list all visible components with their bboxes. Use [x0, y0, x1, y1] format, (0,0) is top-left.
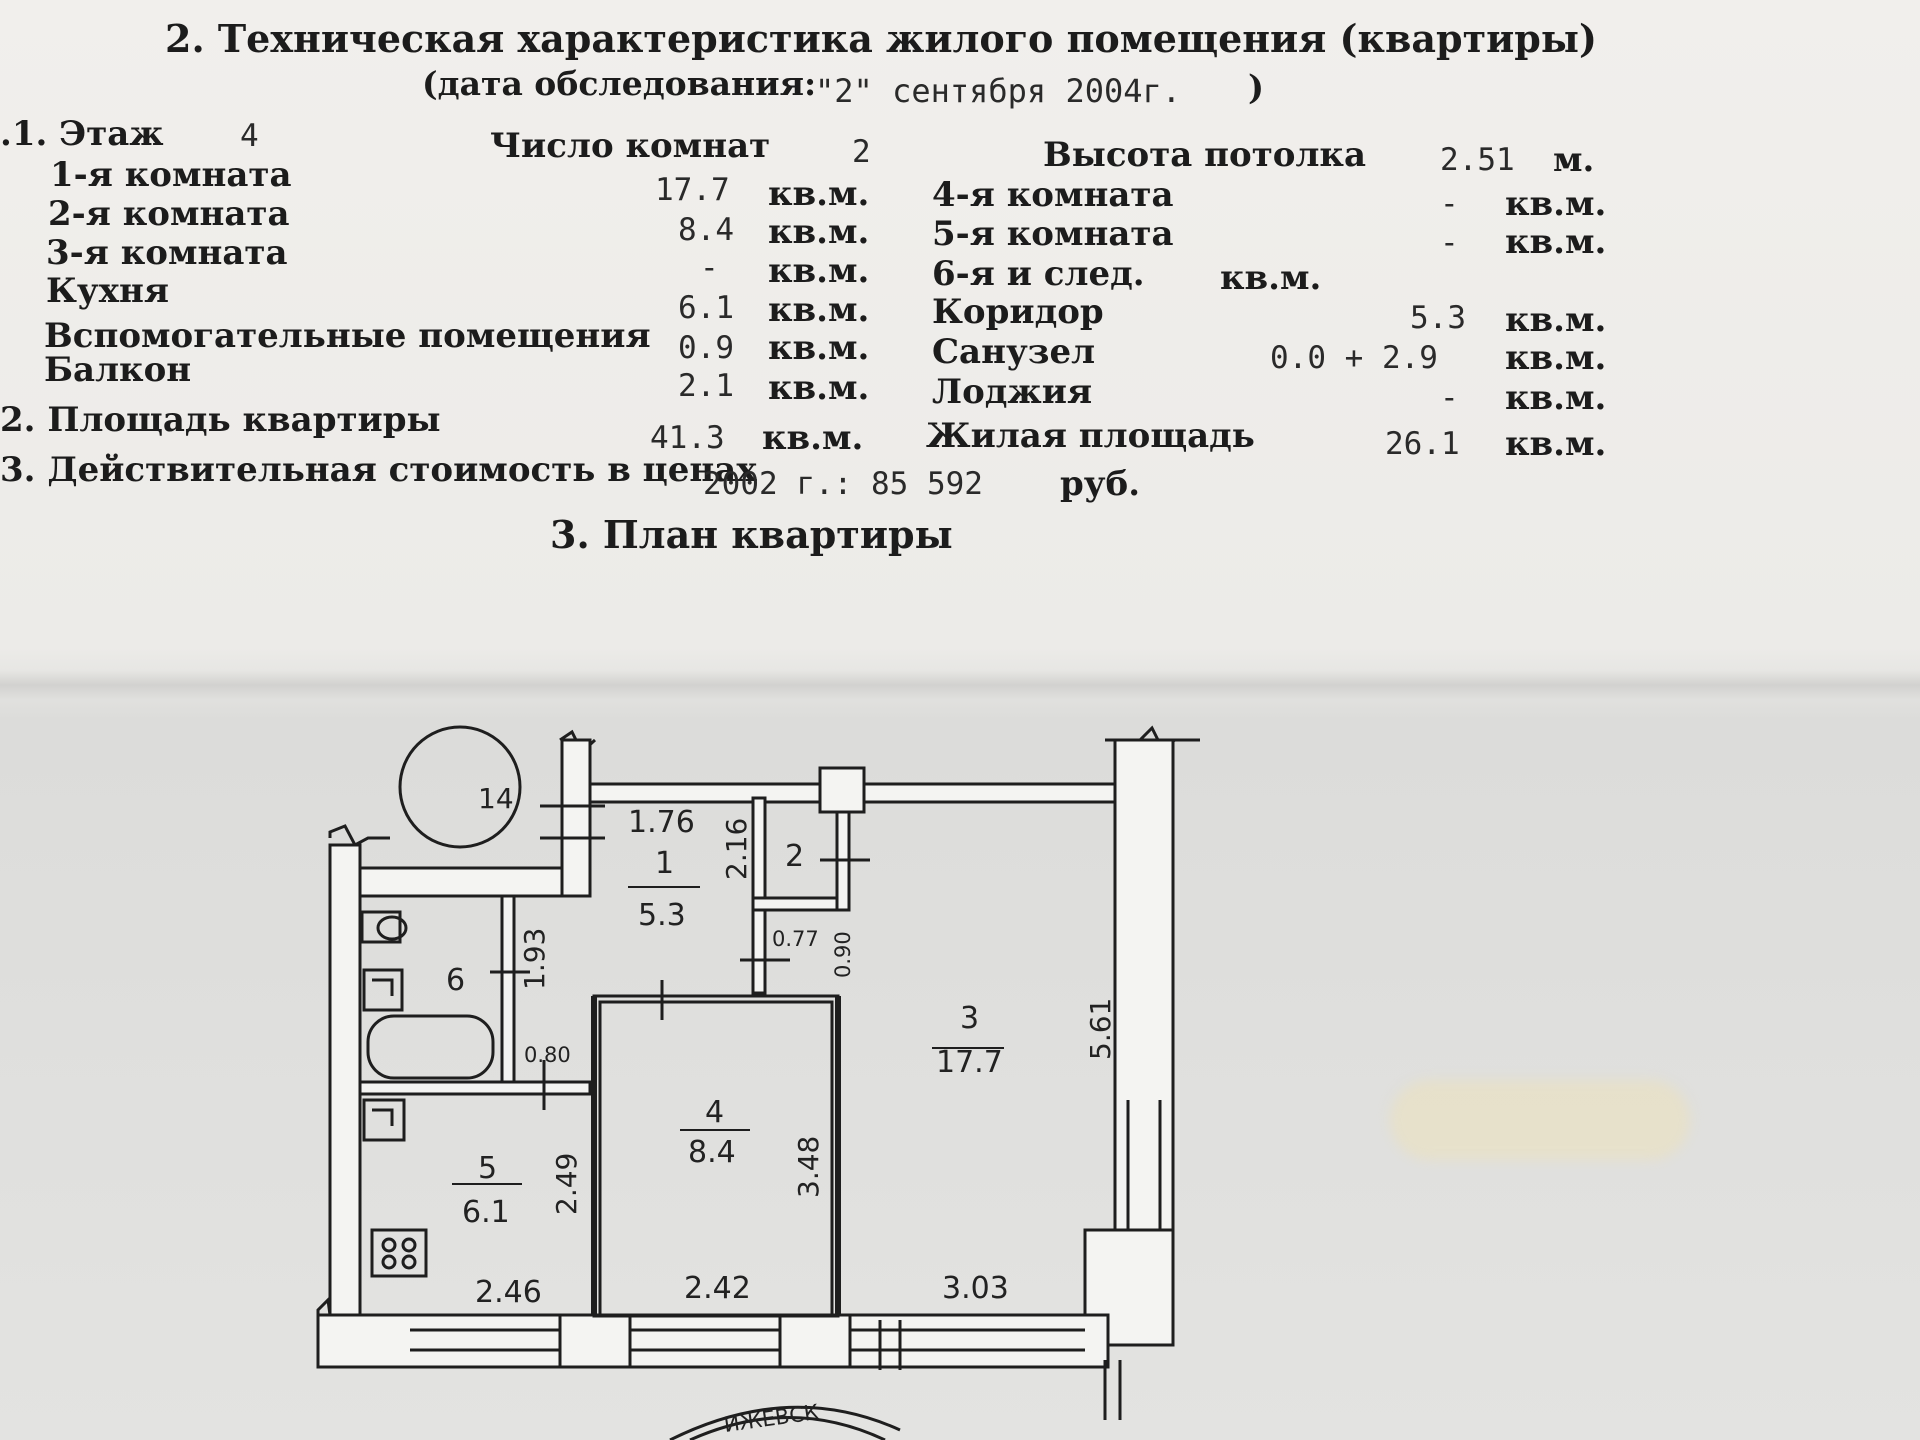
dimension-0-80: 0.80	[524, 1043, 571, 1067]
dimension-2-49: 2.49	[550, 1153, 583, 1215]
survey-date-value: "2" сентября 2004г.	[815, 72, 1182, 110]
cost-value: 2002 г.: 85 592	[703, 466, 983, 502]
room-1-value: 17.7	[655, 172, 730, 208]
room-1-unit: кв.м.	[768, 174, 870, 214]
living-area-unit: кв.м.	[1505, 424, 1607, 464]
kitchen-unit: кв.м.	[768, 290, 870, 330]
bathroom-value: 0.0 + 2.9	[1270, 340, 1438, 376]
dimension-2-16: 2.16	[720, 818, 753, 880]
room-3-number: 3	[960, 1001, 979, 1036]
dimension-2-46: 2.46	[475, 1275, 542, 1310]
survey-date-suffix: )	[1248, 68, 1265, 108]
balcony-unit: кв.м.	[768, 368, 870, 408]
rooms-count-label: Число комнат	[490, 126, 771, 166]
room-5-label: 5-я комната	[932, 214, 1174, 254]
stamp-arc	[669, 1405, 901, 1440]
room-3-area: 17.7	[936, 1045, 1003, 1080]
balcony-value: 2.1	[678, 368, 734, 404]
bathroom-unit: кв.м.	[1505, 338, 1607, 378]
dimension-2-42: 2.42	[684, 1271, 751, 1306]
rooms-count-value: 2	[852, 134, 871, 170]
cost-label: 3. Действительная стоимость в ценах	[0, 450, 757, 490]
room-4-label: 4-я комната	[932, 175, 1174, 215]
room-3-unit: кв.м.	[768, 251, 870, 291]
loggia-value: -	[1440, 380, 1459, 416]
corridor-value: 5.3	[1410, 300, 1466, 336]
room-2-value: 8.4	[678, 212, 734, 248]
room-5-unit: кв.м.	[1505, 222, 1607, 262]
room-6-label: 6-я и след.	[932, 254, 1145, 294]
kitchen-label: Кухня	[46, 271, 169, 311]
floor-label: .1. Этаж	[0, 114, 164, 154]
corridor-unit: кв.м.	[1505, 300, 1607, 340]
room-3-label: 3-я комната	[46, 233, 288, 273]
ceiling-unit: м.	[1553, 140, 1595, 180]
corridor-label: Коридор	[932, 292, 1104, 332]
room-4-unit: кв.м.	[1505, 184, 1607, 224]
living-area-label: Жилая площадь	[926, 416, 1255, 456]
dimension-0-90: 0.90	[831, 931, 855, 978]
apartment-area-unit: кв.м.	[762, 418, 864, 458]
paper-fold	[0, 670, 1920, 700]
room-1-number: 1	[655, 846, 674, 881]
room-2-label: 2-я комната	[48, 194, 290, 234]
room-4-value: -	[1440, 186, 1459, 222]
room-2-number: 2	[785, 839, 804, 874]
room-6-number: 6	[446, 963, 465, 998]
auxiliary-label: Вспомогательные помещения	[44, 316, 651, 356]
room-4-area: 8.4	[688, 1135, 736, 1170]
stamp-text: ИЖЕВСК	[722, 1400, 820, 1437]
floor-value: 4	[240, 118, 259, 154]
bathroom-label: Санузел	[932, 332, 1096, 372]
dimension-1-76: 1.76	[628, 805, 695, 840]
auxiliary-value: 0.9	[678, 330, 734, 366]
room-5-value: -	[1440, 225, 1459, 261]
dimension-0-77: 0.77	[772, 927, 819, 951]
apartment-area-value: 41.3	[650, 420, 725, 456]
room-4-number: 4	[705, 1095, 724, 1130]
ceiling-value: 2.51	[1440, 142, 1515, 178]
apartment-area-label: 2. Площадь квартиры	[0, 400, 441, 440]
paper-stain	[1390, 1080, 1690, 1160]
auxiliary-unit: кв.м.	[768, 328, 870, 368]
room-5-number: 5	[478, 1151, 497, 1186]
room-2-unit: кв.м.	[768, 212, 870, 252]
document-title: 2. Техническая характеристика жилого пом…	[165, 16, 1597, 61]
loggia-unit: кв.м.	[1505, 378, 1607, 418]
dimension-3-03: 3.03	[942, 1271, 1009, 1306]
loggia-label: Лоджия	[932, 372, 1093, 412]
dimension-5-61: 5.61	[1084, 998, 1117, 1060]
ceiling-label: Высота потолка	[1043, 135, 1366, 175]
room-5-area: 6.1	[462, 1195, 510, 1230]
kitchen-value: 6.1	[678, 290, 734, 326]
survey-date-prefix: (дата обследования:	[422, 64, 817, 103]
living-area-value: 26.1	[1385, 426, 1460, 462]
room-1-area: 5.3	[638, 898, 686, 933]
dimension-1-93: 1.93	[518, 928, 551, 990]
plan-title: 3. План квартиры	[550, 512, 953, 557]
room-1-label: 1-я комната	[50, 155, 292, 195]
room-3-value: -	[700, 250, 719, 286]
cost-unit: руб.	[1060, 464, 1141, 504]
room-6-unit: кв.м.	[1220, 258, 1322, 298]
apartment-number: 14	[478, 782, 514, 815]
apartment-number-circle	[398, 725, 522, 849]
dimension-3-48: 3.48	[792, 1136, 825, 1198]
balcony-label: Балкон	[44, 350, 192, 390]
